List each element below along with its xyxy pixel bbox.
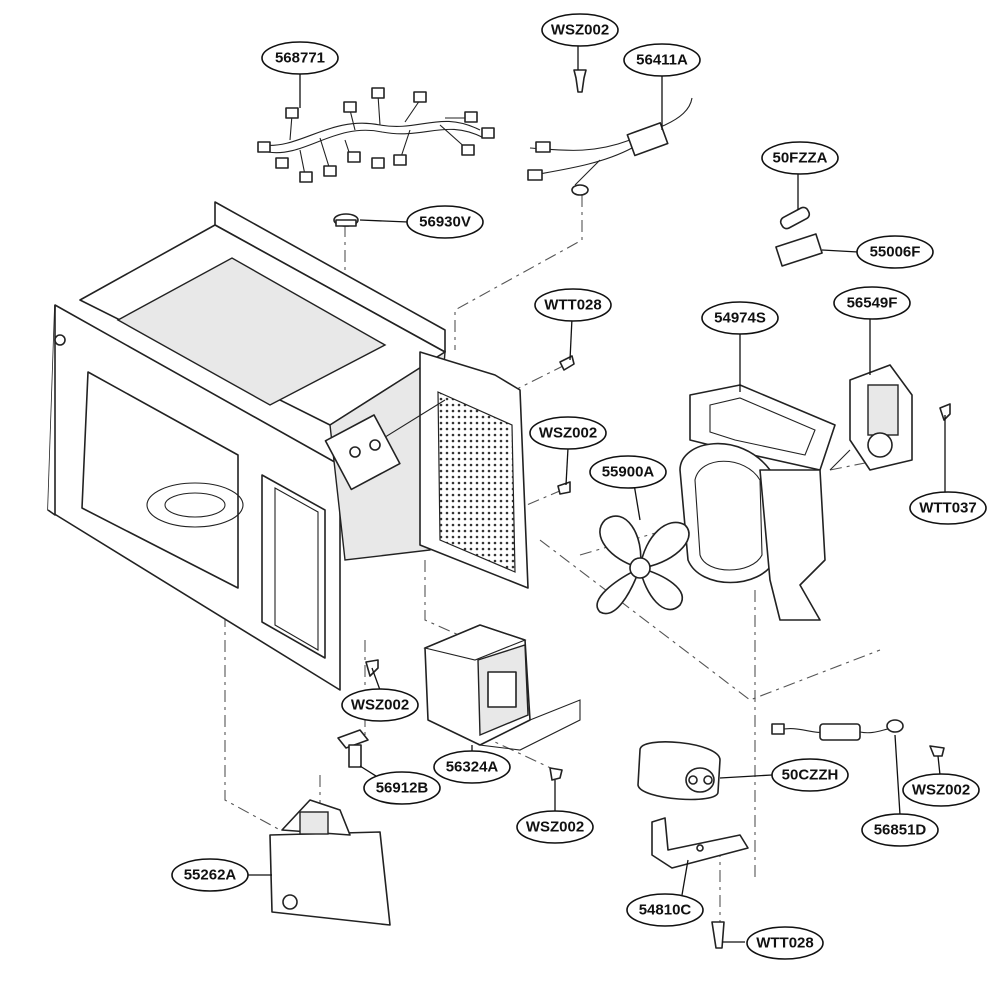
callout-text: WTT037 <box>919 500 977 517</box>
callout-56930v: 56930V <box>406 205 484 239</box>
callout-54974s: 54974S <box>701 301 779 335</box>
callout-wsz002-top: WSZ002 <box>541 13 619 47</box>
callout-text: 56930V <box>419 214 471 231</box>
callout-text: 54974S <box>714 310 766 327</box>
callout-55006f: 55006F <box>856 235 934 269</box>
callout-56912b: 56912B <box>363 771 441 805</box>
callout-text: 54810C <box>639 902 692 919</box>
callout-text: 50FZZA <box>772 150 827 167</box>
callout-text: 55900A <box>602 464 655 481</box>
capacitor-bracket-drawing <box>651 817 749 869</box>
callout-wtt037: WTT037 <box>909 491 987 525</box>
callout-text: 55262A <box>184 867 237 884</box>
callout-text: WTT028 <box>756 935 814 952</box>
fan-motor-drawing <box>829 364 913 471</box>
callout-text: 50CZZH <box>782 767 839 784</box>
motor-bracket-drawing <box>679 384 836 621</box>
callout-text: WSZ002 <box>526 819 584 836</box>
callout-text: 56549F <box>847 295 898 312</box>
callout-text: WSZ002 <box>351 697 409 714</box>
interlock-switch-drawing <box>337 729 369 768</box>
callout-56549f: 56549F <box>833 286 911 320</box>
callout-text: 56851D <box>874 822 927 839</box>
callout-text: 55006F <box>870 244 921 261</box>
callout-54810c: 54810C <box>626 893 704 927</box>
callout-wsz002-mid: WSZ002 <box>529 416 607 450</box>
callout-50fzza: 50FZZA <box>761 141 839 175</box>
callout-text: WTT028 <box>544 297 602 314</box>
power-cord-assembly-drawing <box>527 69 693 196</box>
callout-text: 568771 <box>275 50 325 67</box>
callout-text: WSZ002 <box>551 22 609 39</box>
switch-bracket-drawing <box>269 799 391 926</box>
callout-568771: 568771 <box>261 41 339 75</box>
callout-55900a: 55900A <box>589 455 667 489</box>
callout-56411a: 56411A <box>623 43 701 77</box>
callout-50czzh: 50CZZH <box>771 758 849 792</box>
callout-wtt028-lower: WTT028 <box>746 926 824 960</box>
callout-text: 56912B <box>376 780 429 797</box>
wire-harness-drawing <box>257 87 495 183</box>
callout-wsz002-right: WSZ002 <box>902 773 980 807</box>
callout-55262a: 55262A <box>171 858 249 892</box>
thermostat-drawing <box>333 213 359 227</box>
callout-wsz002-left: WSZ002 <box>341 688 419 722</box>
callout-text: 56324A <box>446 759 499 776</box>
screw-drawings <box>365 355 951 949</box>
callout-text: WSZ002 <box>539 425 597 442</box>
cavity-assembly-drawing <box>47 201 529 691</box>
magnetron-drawing <box>423 624 581 751</box>
callout-text: 56411A <box>636 52 688 69</box>
diode-drawing <box>771 719 904 741</box>
fuse-and-holder-drawing <box>775 206 823 267</box>
callout-wtt028-upper: WTT028 <box>534 288 612 322</box>
callout-56324a: 56324A <box>433 750 511 784</box>
capacitor-drawing <box>637 741 721 801</box>
callout-text: WSZ002 <box>912 782 970 799</box>
callout-56851d: 56851D <box>861 813 939 847</box>
callout-wsz002-bottom: WSZ002 <box>516 810 594 844</box>
fan-blade-drawing <box>596 515 690 615</box>
